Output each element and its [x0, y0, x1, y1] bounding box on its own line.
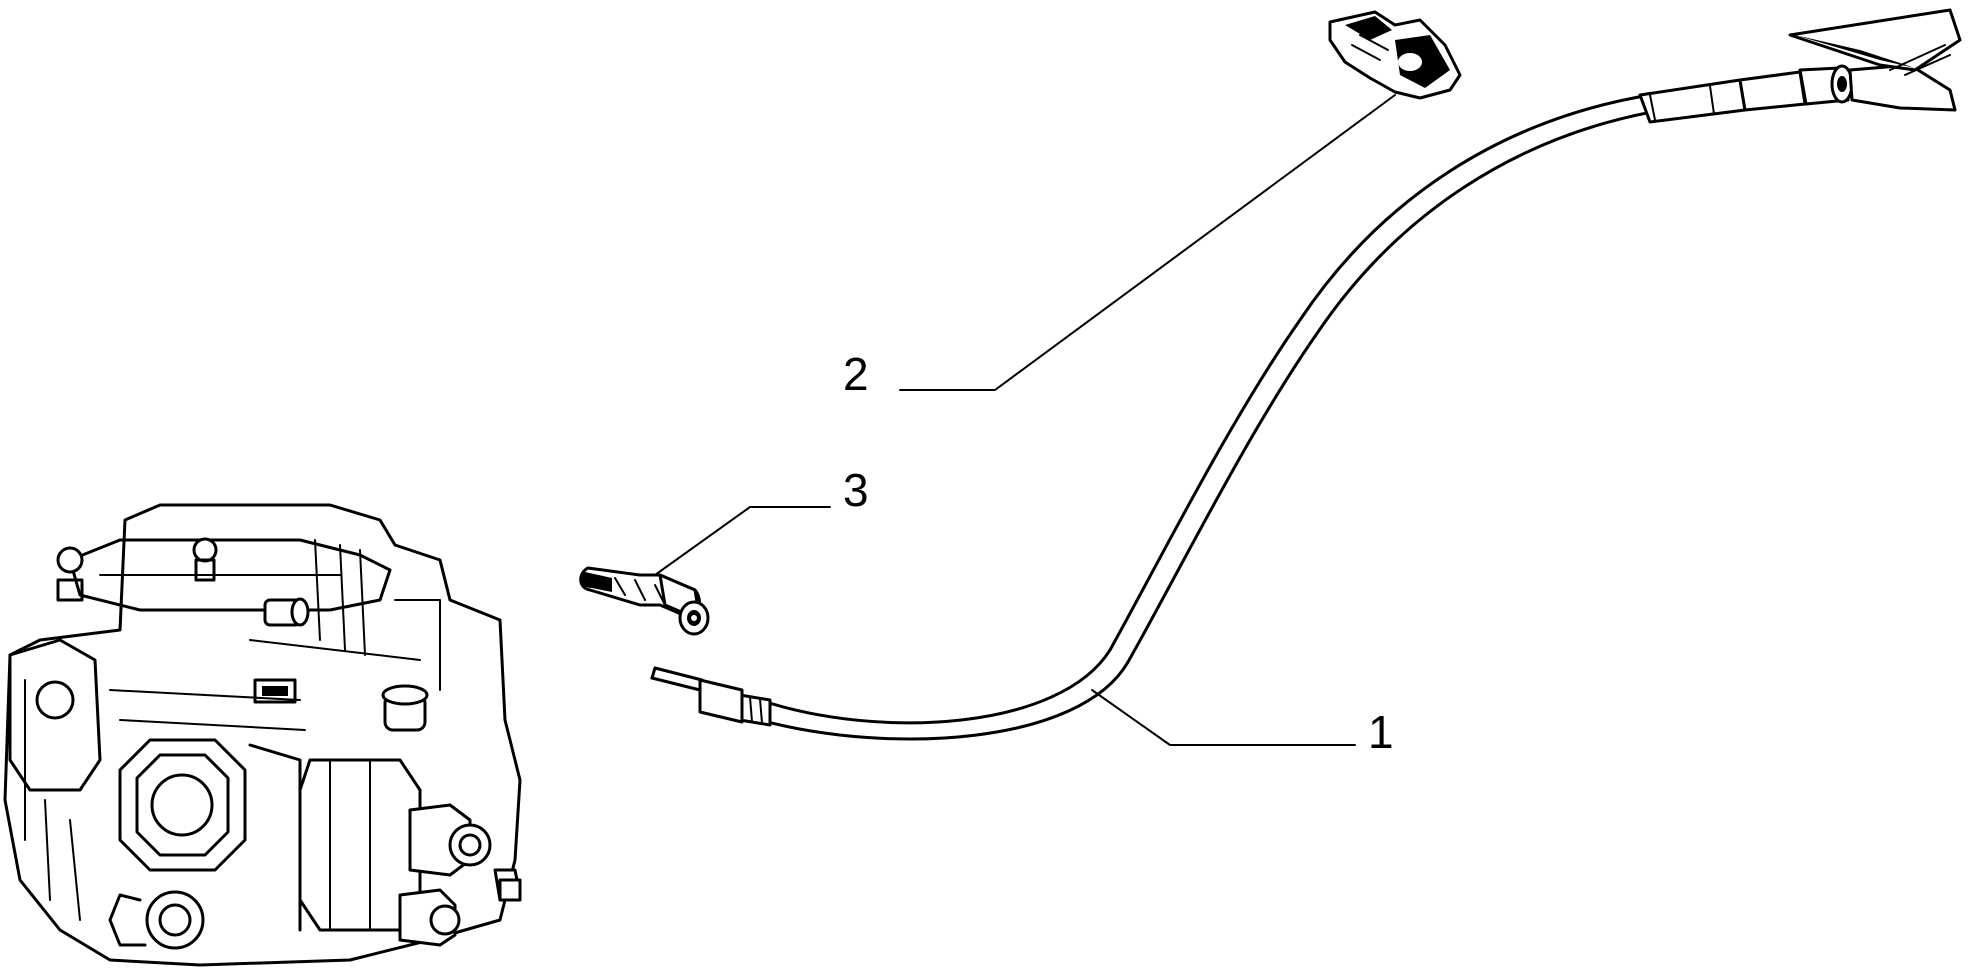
callout-label-2: 2 — [843, 348, 869, 400]
leader-line-2 — [899, 94, 1396, 391]
callout-label-3: 3 — [843, 464, 869, 516]
part-3-connector-pin — [579, 566, 710, 636]
part-1-cable — [650, 8, 1962, 741]
callout-label-1: 1 — [1368, 706, 1394, 758]
leader-line-1 — [1091, 689, 1356, 746]
injection-pump-illustration — [3, 503, 522, 967]
leader-line-3 — [654, 506, 831, 576]
leader-lines — [654, 94, 1396, 746]
part-2-wing-nut — [1328, 10, 1462, 100]
